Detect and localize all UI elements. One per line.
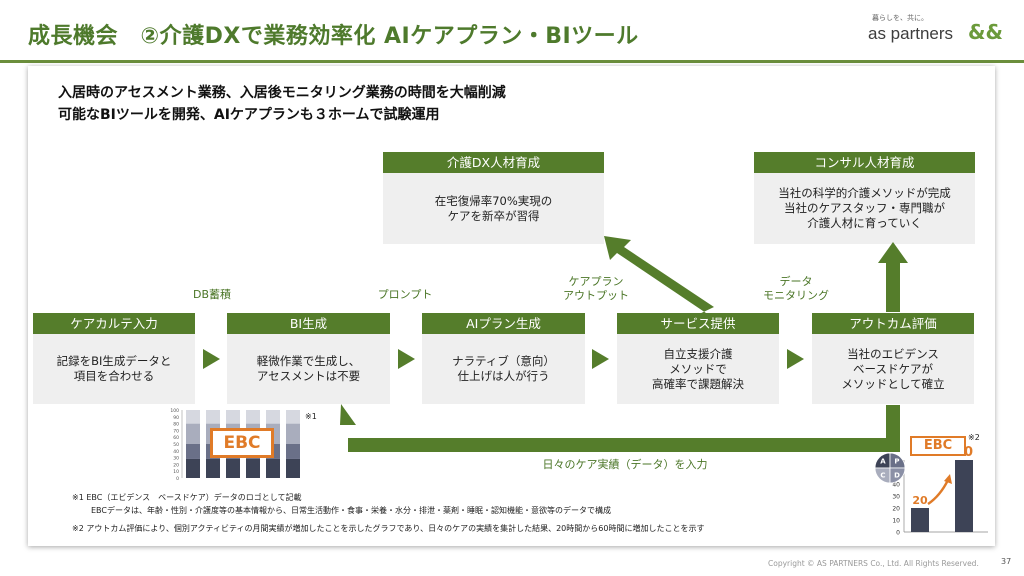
ebc-note-2: ※2 [968,433,980,442]
ebc1-bar-segment [266,458,280,478]
y-tick-label: 0 [896,530,900,537]
y-tick-label: 10 [892,518,900,525]
label-db-accumulation: DB蓄積 [192,288,232,301]
dx-talent-box-text: 在宅復帰率70%実現の ケアを新卒が習得 [434,193,553,223]
ebc1-bar-segment [246,458,260,478]
ebc1-y-tick: 100 [170,408,179,414]
apcd-letter: A [880,458,886,466]
page-number: 37 [1001,557,1012,566]
process-step-2-body: 軽微作業で生成し、 アセスメントは不要 [227,334,390,404]
ebc1-bar-segment [286,444,300,459]
process-step-5-body: 当社のエビデンス ベースドケアが メソッドとして確立 [812,334,974,404]
process-step-4-body: 自立支援介護 メソッドで 高確率で課題解決 [617,334,779,404]
header-divider [0,60,1024,63]
footnote-2: ※2 アウトカム評価により、個別アクティビティの月間実績が増加したことを示したグ… [72,524,705,533]
ebc1-bar-segment [226,458,240,478]
ebc1-y-tick: 40 [173,449,179,455]
arrow-to-consulting-talent [878,242,908,312]
copyright: Copyright © AS PARTNERS Co., Ltd. All Ri… [768,559,979,568]
apcd-quadrant [889,467,906,484]
bar [955,460,973,532]
page-title: 成長機会 ②介護DXで業務効率化 AIケアプラン・BIツール [28,24,639,49]
ebc1-bar-segment [206,458,220,478]
process-step-3-body: ナラティブ（意向） 仕上げは人が行う [422,334,585,404]
company-logo-text: as partners [868,24,954,43]
ebc1-y-tick: 10 [173,469,179,475]
ebc1-bar-segment [286,410,300,424]
ebc-badge-2: EBC [910,436,966,456]
ebc-note-1: ※1 [305,412,317,421]
feedback-loop-arrow [340,404,900,452]
ebc1-bar-segment [206,410,220,424]
process-step-1-body: 記録をBI生成データと 項目を合わせる [33,334,195,404]
process-step-3-title: AIプラン生成 [422,313,585,334]
apcd-letter: D [894,472,900,480]
outcome-bar-chart: 6050403020100APCD2060 [874,445,988,537]
bar-data-label: 20 [912,494,928,507]
ebc1-y-tick: 60 [173,435,179,441]
ebc1-bar-segment [286,423,300,444]
footnote-1-detail: EBCデータは、年齢・性別・介護度等の基本情報から、日常生活動作・食事・栄養・水… [91,506,611,515]
label-data-monitoring: データ モニタリング [763,275,829,302]
bar [911,508,929,532]
ebc1-bar-segment [186,444,200,459]
process-step-4-title: サービス提供 [617,313,779,334]
lead-line-2: 可能なBIツールを開発、AIケアプランも３ホームで試験運用 [58,107,440,123]
ebc1-y-tick: 20 [173,462,179,468]
growth-arrow [927,479,950,506]
y-tick-label: 30 [892,494,900,501]
lead-text: 入居時のアセスメント業務、入居後モニタリング業務の時間を大幅削減 可能なBIツー… [58,82,506,126]
y-tick-label: 40 [892,482,900,489]
growth-arrow-head [944,474,952,484]
label-daily-input: 日々のケア実績（データ）を入力 [542,458,708,471]
step-arrow-1 [203,349,220,369]
ebc1-bar-segment [286,458,300,478]
apcd-letter: C [880,472,885,480]
label-prompt: プロンプト [377,288,433,301]
footnote-1: ※1 EBC（エビデンス ベースドケア）データのロゴとして記載 [72,493,302,502]
dx-talent-box-title: 介護DX人材育成 [383,152,604,173]
step-arrow-4 [787,349,804,369]
ebc1-bar-segment [186,423,200,444]
ebc1-y-tick: 50 [173,442,179,448]
company-logo-mark: && [968,20,1003,44]
ebc1-bar-segment [186,458,200,478]
consulting-talent-box-body: 当社の科学的介護メソッドが完成 当社のケアスタッフ・専門職が 介護人材に育ってい… [754,173,975,244]
lead-line-1: 入居時のアセスメント業務、入居後モニタリング業務の時間を大幅削減 [58,85,506,101]
ebc1-bar-segment [226,410,240,424]
ebc1-y-tick: 0 [176,476,179,482]
ebc1-y-tick: 30 [173,456,179,462]
process-step-2-text: 軽微作業で生成し、 アセスメントは不要 [256,354,361,383]
ebc1-bar-segment [246,410,260,424]
consulting-talent-box-text: 当社の科学的介護メソッドが完成 当社のケアスタッフ・専門職が 介護人材に育ってい… [778,186,951,230]
ebc1-y-tick: 90 [173,415,179,421]
step-arrow-3 [592,349,609,369]
y-tick-label: 20 [892,506,900,513]
process-step-3-text: ナラティブ（意向） 仕上げは人が行う [452,354,555,383]
dx-talent-box-body: 在宅復帰率70%実現の ケアを新卒が習得 [383,173,604,244]
apcd-letter: P [894,458,899,466]
ebc1-y-tick: 80 [173,422,179,428]
step-arrow-2 [398,349,415,369]
label-careplan-output: ケアプラン アウトプット [563,275,629,302]
ebc1-bar-segment [266,410,280,424]
process-step-1-title: ケアカルテ入力 [33,313,195,334]
ebc-badge-1: EBC [210,428,274,458]
arrow-to-dx-talent [604,236,714,316]
header: 成長機会 ②介護DXで業務効率化 AIケアプラン・BIツール 暮らしを、共に。 … [0,0,1024,62]
consulting-talent-box-title: コンサル人材育成 [754,152,975,173]
process-step-4-text: 自立支援介護 メソッドで 高確率で課題解決 [652,346,744,391]
process-step-2-title: BI生成 [227,313,390,334]
ebc1-bar-segment [186,410,200,424]
process-step-5-title: アウトカム評価 [812,313,974,334]
ebc1-y-tick: 70 [173,428,179,434]
process-step-1-text: 記録をBI生成データと 項目を合わせる [56,354,172,383]
process-step-5-text: 当社のエビデンス ベースドケアが メソッドとして確立 [841,346,945,391]
logo-tagline: 暮らしを、共に。 [872,14,928,22]
